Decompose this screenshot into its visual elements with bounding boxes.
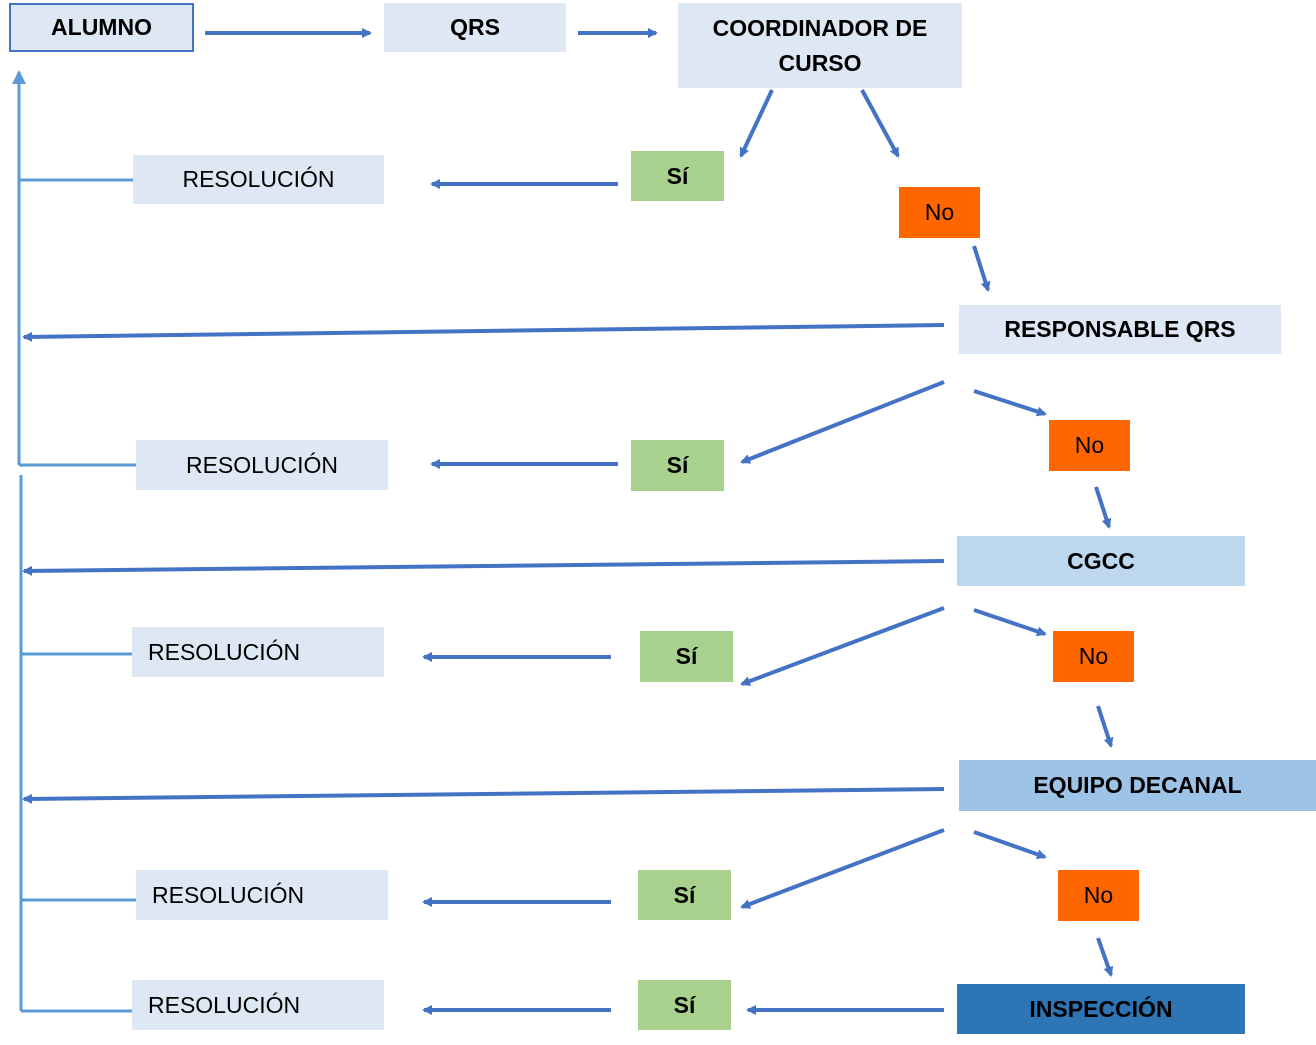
resolucion-2: RESOLUCIÓN bbox=[136, 440, 388, 490]
no-4: No bbox=[1058, 870, 1139, 921]
arrow-responsable-no bbox=[973, 389, 1047, 417]
coordinador-box: COORDINADOR DE CURSO bbox=[678, 3, 962, 88]
resolucion-4: RESOLUCIÓN bbox=[136, 870, 388, 920]
si-5: Sí bbox=[638, 980, 731, 1030]
qrs-box: QRS bbox=[384, 3, 566, 52]
arrow-cgcc-si bbox=[740, 606, 945, 686]
arrow-coordinador-no bbox=[860, 89, 900, 158]
resolucion-1: RESOLUCIÓN bbox=[133, 155, 384, 204]
arrow-cgcc-alumno bbox=[22, 559, 945, 576]
arrow-equipo-no bbox=[973, 830, 1047, 860]
cgcc-box: CGCC bbox=[957, 536, 1245, 586]
arrow-equipo-alumno bbox=[22, 787, 945, 804]
resolucion-3: RESOLUCIÓN bbox=[132, 627, 384, 677]
si-1: Sí bbox=[631, 151, 724, 201]
responsable-qrs-box: RESPONSABLE QRS bbox=[959, 305, 1281, 354]
arrow-no3-equipo bbox=[1096, 705, 1114, 748]
no-2: No bbox=[1049, 420, 1130, 471]
arrow-cgcc-no bbox=[973, 608, 1047, 637]
alumno-box: ALUMNO bbox=[9, 3, 194, 52]
arrow-coordinador-si bbox=[739, 89, 774, 158]
arrow-no1-responsable bbox=[972, 245, 991, 292]
si-2: Sí bbox=[631, 440, 724, 491]
no-1: No bbox=[899, 187, 980, 238]
si-3: Sí bbox=[640, 631, 733, 682]
equipo-decanal-box: EQUIPO DECANAL bbox=[959, 760, 1316, 811]
arrow-equipo-si bbox=[740, 828, 945, 909]
arrow-responsable-alumno bbox=[22, 323, 945, 342]
arrow-no4-inspeccion bbox=[1096, 937, 1114, 977]
arrow-responsable-si bbox=[740, 380, 945, 464]
inspeccion-box: INSPECCIÓN bbox=[957, 984, 1245, 1034]
arrow-no2-cgcc bbox=[1094, 486, 1112, 529]
si-4: Sí bbox=[638, 870, 731, 920]
resolucion-5: RESOLUCIÓN bbox=[132, 980, 384, 1030]
no-3: No bbox=[1053, 631, 1134, 682]
